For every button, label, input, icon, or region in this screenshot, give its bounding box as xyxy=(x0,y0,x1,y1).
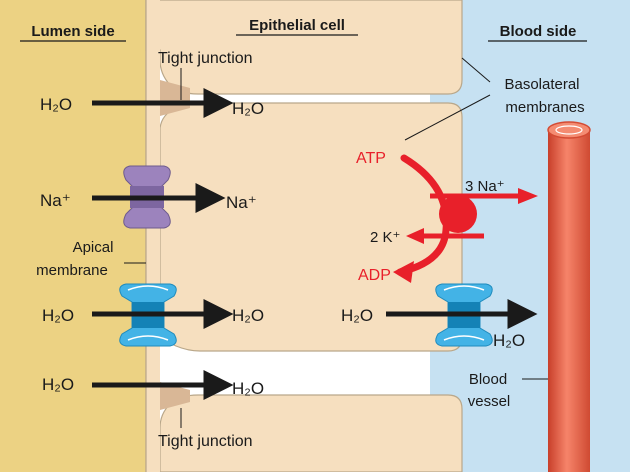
epithelial-cell-top xyxy=(145,0,463,95)
tight-junction-top xyxy=(160,80,190,116)
flow-row1-in: H₂O xyxy=(40,95,72,114)
lumen-region xyxy=(0,0,160,472)
sodium-out-label: 3 Na⁺ xyxy=(465,178,505,195)
flow-row2-out: Na⁺ xyxy=(226,193,257,212)
header-blood-side: Blood side xyxy=(500,23,577,40)
flow-row1-out: H₂O xyxy=(232,99,264,118)
apical-label-line1: Apical xyxy=(73,239,114,256)
basolateral-label-line1: Basolateral xyxy=(504,76,579,93)
flow-row4-in: H₂O xyxy=(42,375,74,394)
sodium-potassium-pump xyxy=(439,195,477,233)
flow-row3-in: H₂O xyxy=(42,306,74,325)
atp-label: ATP xyxy=(356,150,386,167)
flow-row2-in: Na⁺ xyxy=(40,191,71,210)
tight-junction-label-top: Tight junction xyxy=(158,50,253,67)
tight-junction-label-bottom: Tight junction xyxy=(158,433,253,450)
tight-junction-bottom xyxy=(160,382,190,410)
blood-vessel-label-line1: Blood xyxy=(469,371,507,388)
header-lumen-side: Lumen side xyxy=(31,23,114,40)
blood-vessel xyxy=(548,130,590,472)
flow-row3-out: H₂O xyxy=(232,306,264,325)
header-epithelial-cell: Epithelial cell xyxy=(249,17,345,34)
basolateral-label-line2: membranes xyxy=(505,99,584,116)
atp-to-adp-arrow xyxy=(396,154,450,276)
blood-vessel-label-line2: vessel xyxy=(468,393,511,410)
potassium-in-label: 2 K⁺ xyxy=(370,229,400,246)
blood-vessel-opening xyxy=(547,121,591,139)
adp-label: ADP xyxy=(358,267,391,284)
flow-baso-in: H₂O xyxy=(341,306,373,325)
flow-baso-out: H₂O xyxy=(493,331,525,350)
flow-row4-out: H₂O xyxy=(232,379,264,398)
apical-label-line2: membrane xyxy=(36,262,108,279)
